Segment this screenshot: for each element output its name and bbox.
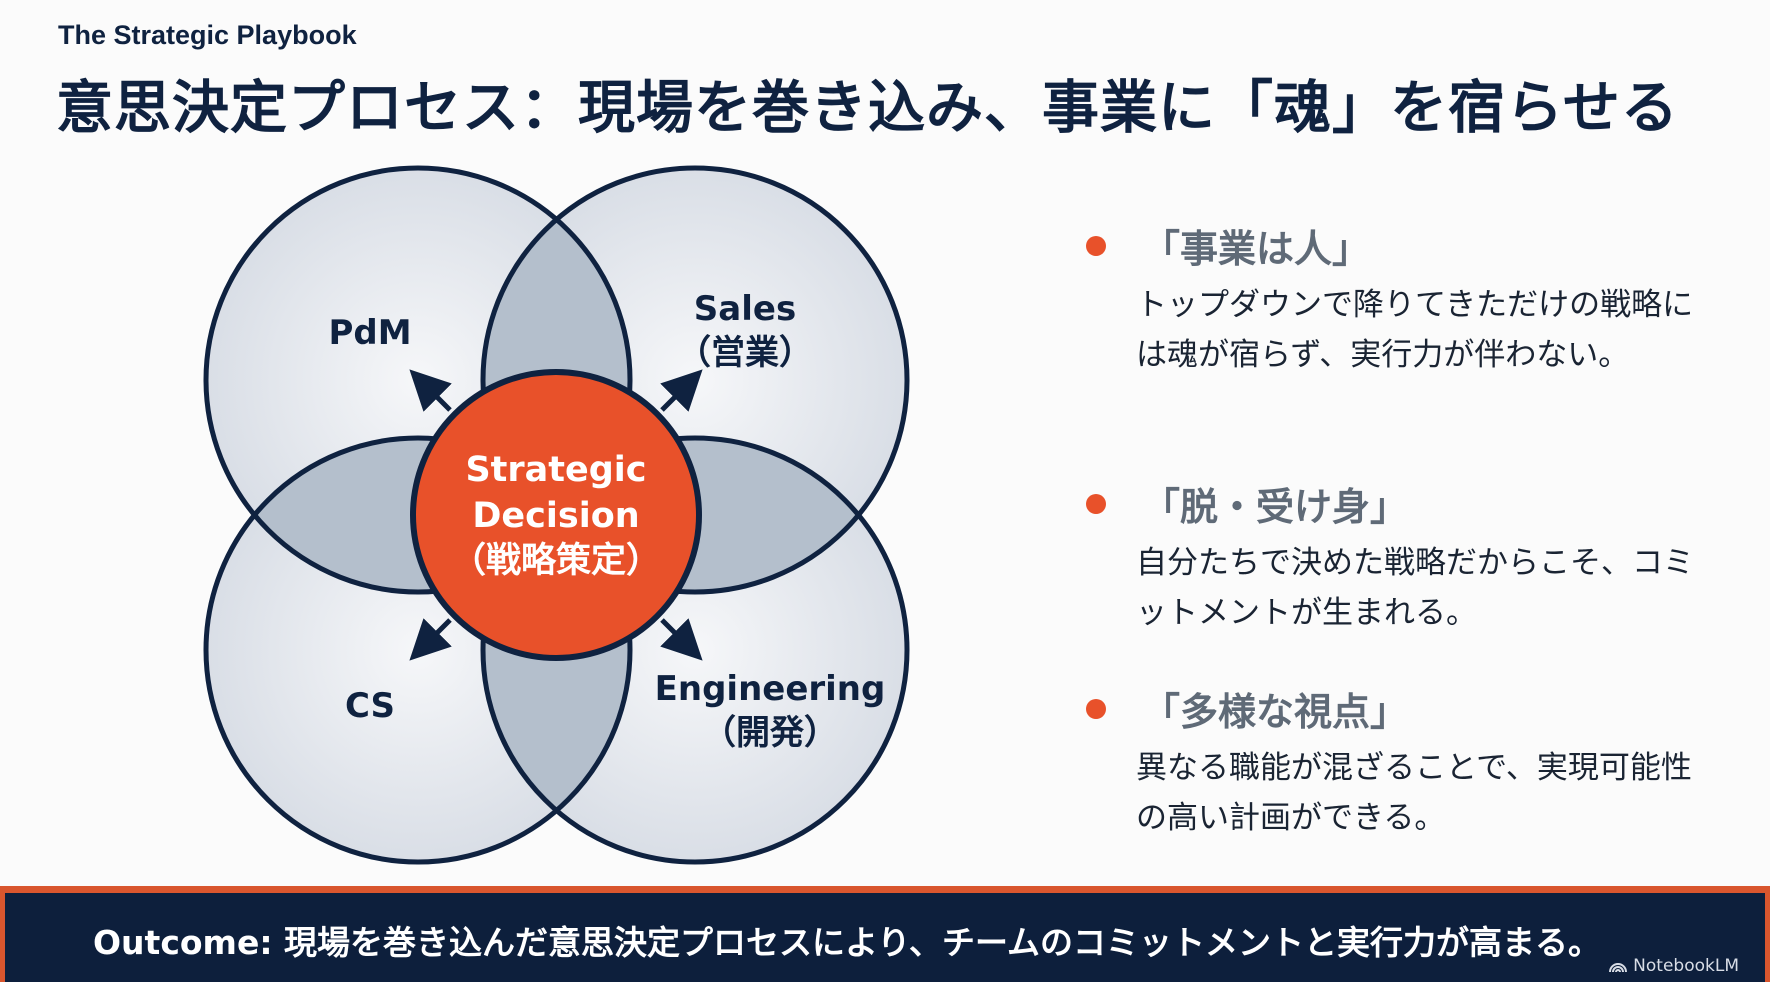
center-circle — [410, 369, 702, 661]
label-pdm: PdM — [328, 313, 412, 353]
bullet-icon — [1086, 236, 1106, 256]
point-body: トップダウンで降りてきただけの戦略には魂が宿らず、実行力が伴わない。 — [1136, 287, 1694, 373]
bullet-icon — [1086, 699, 1106, 719]
label-engineering: Engineering （開発） — [654, 669, 886, 753]
point-body: 自分たちで決めた戦略だからこそ、コミットメントが生まれる。 — [1136, 545, 1694, 631]
venn-graphic — [203, 165, 910, 865]
label-cs: CS — [344, 686, 396, 726]
outcome-banner: Outcome: 現場を巻き込んだ意思決定プロセスにより、チームのコミットメント… — [0, 886, 1770, 982]
point-heading: 「事業は人」 — [1142, 227, 1371, 271]
point-body: 異なる職能が混ざることで、実現可能性の高い計画ができる。 — [1136, 750, 1692, 836]
bullet-icon — [1086, 494, 1106, 514]
label-sales: Sales （営業） — [677, 289, 813, 373]
point-heading: 「多様な視点」 — [1142, 690, 1409, 734]
venn-diagram: PdM Sales （営業） CS Engineering （開発） Strat… — [203, 165, 910, 865]
notebooklm-logo-icon — [1609, 963, 1628, 973]
point-heading: 「脱・受け身」 — [1142, 485, 1409, 529]
notebooklm-watermark: NotebookLM — [1609, 956, 1739, 976]
deck-subtitle: The Strategic Playbook — [58, 20, 357, 50]
arrow-icons — [409, 369, 703, 661]
slide-title: 意思決定プロセス：現場を巻き込み、事業に「魂」を宿らせる — [56, 75, 1679, 141]
outcome-text: Outcome: 現場を巻き込んだ意思決定プロセスにより、チームのコミットメント… — [93, 923, 1602, 962]
center-label: Strategic Decision （戦略策定） — [450, 450, 661, 581]
